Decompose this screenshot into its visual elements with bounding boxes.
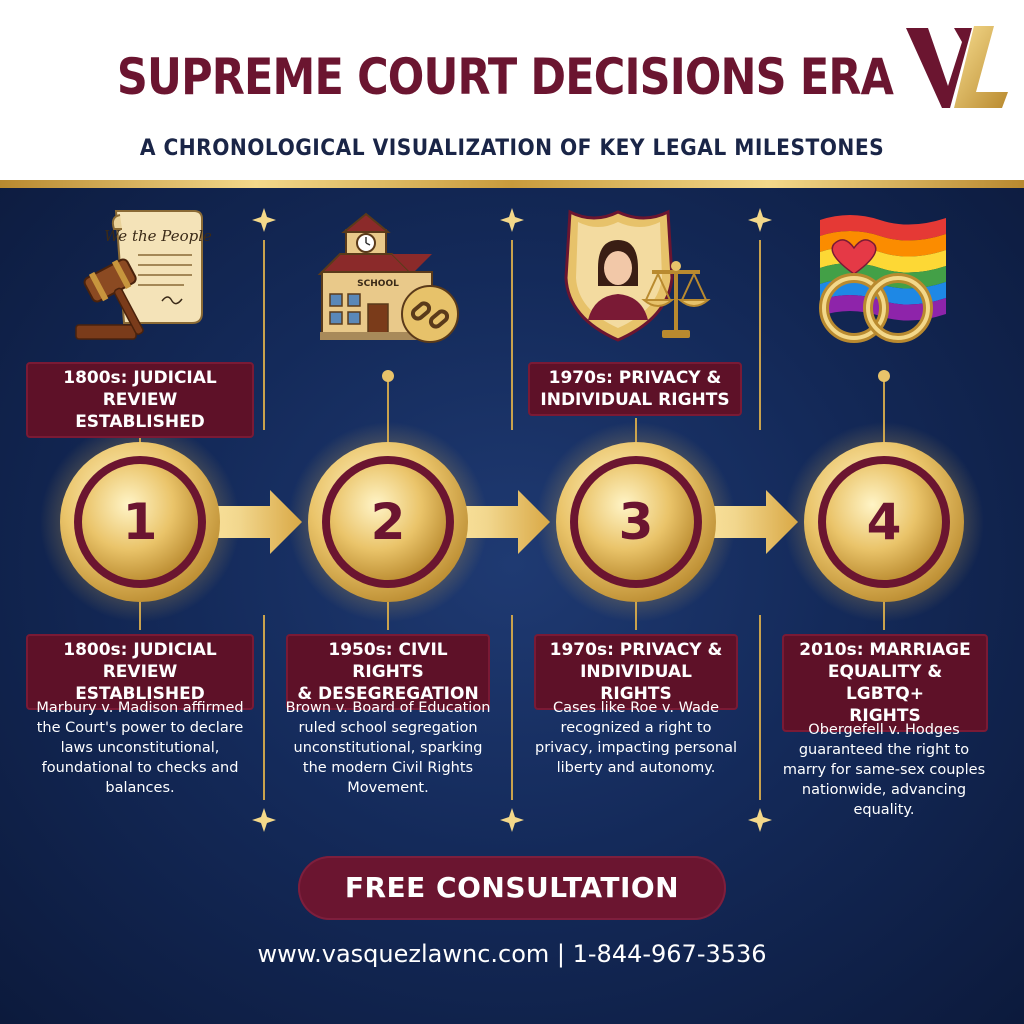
milestone-label: 1800s: JUDICIAL REVIEW ESTABLISHED	[26, 634, 254, 710]
connector-dot	[382, 370, 394, 382]
school-broken-chain-icon: SCHOOL	[317, 212, 459, 343]
milestone-number: 3	[618, 493, 654, 551]
milestone-label: 1950s: CIVIL RIGHTS & DESEGREGATION	[286, 634, 490, 710]
free-consultation-button[interactable]: FREE CONSULTATION	[298, 856, 726, 920]
school-sign-text: SCHOOL	[357, 279, 399, 289]
timeline-node	[536, 422, 736, 622]
timeline-node	[288, 422, 488, 622]
milestone-top-label: 1970s: PRIVACY & INDIVIDUAL RIGHTS	[528, 362, 742, 416]
milestone-number: 2	[370, 493, 406, 551]
header: SUPREME COURT DECISIONS ERA A CHRONOLOGI…	[0, 0, 1024, 182]
milestone-label: 1970s: PRIVACY & INDIVIDUAL RIGHTS	[534, 634, 738, 710]
vl-logo-icon	[906, 26, 1008, 108]
contact-info[interactable]: www.vasquezlawnc.com | 1-844-967-3536	[257, 940, 767, 968]
milestone-description: Obergefell v. Hodges guaranteed the righ…	[782, 722, 986, 818]
milestone-description: Brown v. Board of Education ruled school…	[285, 700, 491, 796]
rainbow-flag-rings-icon	[819, 215, 946, 343]
constitution-text: We the People	[104, 227, 212, 245]
milestone-top-label: 1800s: JUDICIAL REVIEW ESTABLISHED	[26, 362, 254, 438]
page-subtitle: A CHRONOLOGICAL VISUALIZATION OF KEY LEG…	[139, 136, 885, 161]
milestone-number: 1	[122, 493, 158, 551]
page-title: SUPREME COURT DECISIONS ERA	[116, 48, 894, 106]
gold-divider	[0, 180, 1024, 188]
milestone-number: 4	[866, 493, 902, 551]
timeline-node	[40, 422, 240, 622]
milestone-description: Marbury v. Madison affirmed the Court's …	[36, 700, 244, 796]
shield-scales-icon	[564, 209, 711, 342]
gavel-constitution-icon: We the People	[75, 210, 212, 340]
connector-dot	[878, 370, 890, 382]
milestone-description: Cases like Roe v. Wade recognized a righ…	[535, 700, 737, 776]
timeline-node	[784, 422, 984, 622]
sparkle-icon	[252, 208, 772, 832]
milestone-label: 2010s: MARRIAGE EQUALITY & LGBTQ+ RIGHTS	[782, 634, 988, 732]
